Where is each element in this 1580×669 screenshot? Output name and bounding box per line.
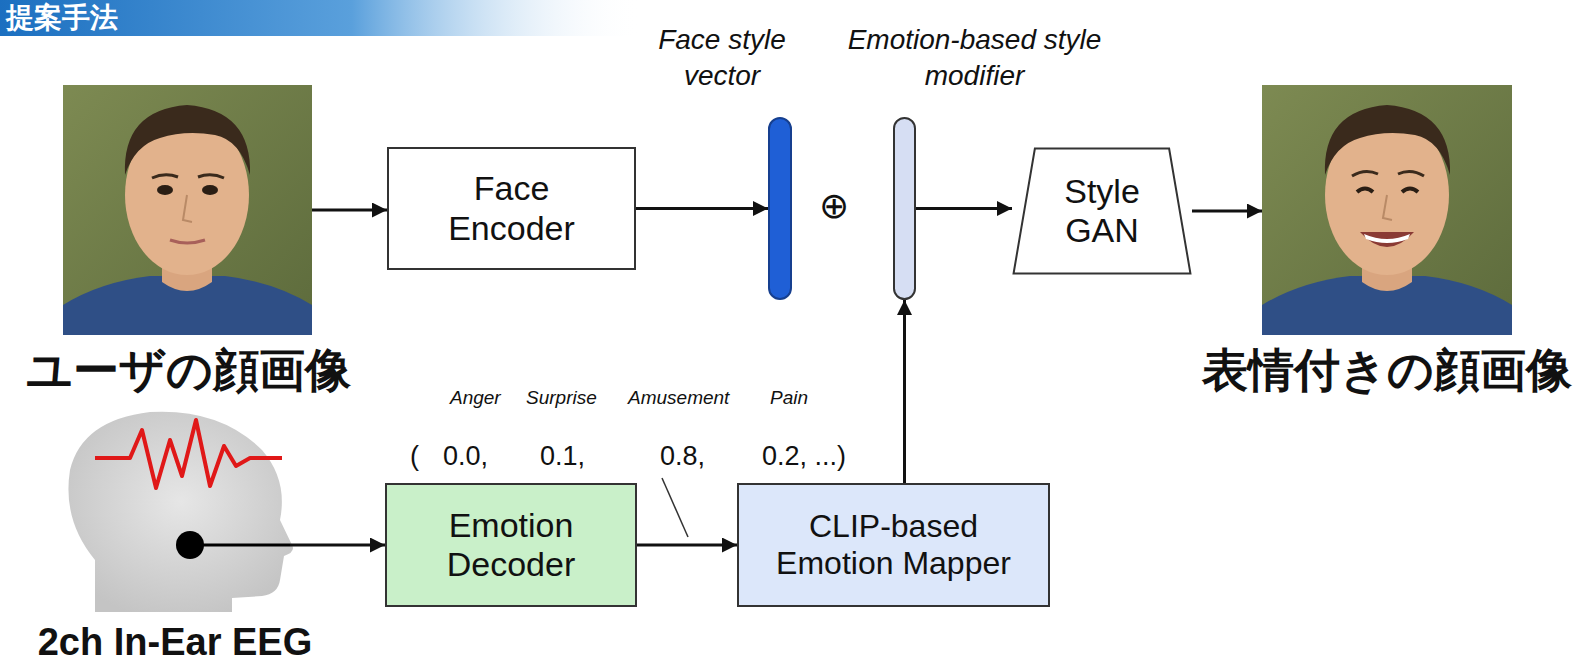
trapezoid-shape <box>1014 149 1191 274</box>
flow-arrow <box>916 207 1012 210</box>
node-caption: 2ch In-Ear EEG <box>8 618 342 667</box>
node-label: Emotion Decoder <box>426 506 596 584</box>
decoder-box: Emotion Decoder <box>385 483 637 607</box>
flow-arrow <box>290 544 385 547</box>
emotion-score: 0.1, <box>540 442 585 472</box>
expressive-face-image: 表情付きの顔画像 <box>1262 85 1512 335</box>
node-label: CLIP-based Emotion Mapper <box>756 508 1031 582</box>
flow-arrow <box>1192 210 1262 213</box>
mapper-box: CLIP-based Emotion Mapper <box>737 483 1050 607</box>
flow-arrow <box>637 544 737 547</box>
node-label: Face Encoder <box>432 169 592 247</box>
flow-arrow <box>903 300 906 483</box>
user-face-photo <box>63 85 312 335</box>
emotion-name: Anger <box>450 388 501 409</box>
emotion-score: 0.8, <box>660 442 705 472</box>
encoder-box: Face Encoder <box>387 147 636 270</box>
node-caption: ユーザの顔画像 <box>3 341 373 401</box>
emotion-score: 0.0, <box>443 442 488 472</box>
modifier-vector-bar: Emotion-based style modifier <box>893 117 916 300</box>
slide-title: 提案手法 <box>6 1 118 35</box>
emotion-name: Pain <box>770 388 808 409</box>
style-vector-bar: Face style vector <box>768 117 792 300</box>
emotion-name: Amusement <box>628 388 729 409</box>
eeg-head-icon <box>68 412 293 612</box>
expressive-face-photo <box>1262 85 1512 335</box>
flow-arrow <box>312 209 387 212</box>
user-face-image: ユーザの顔画像 <box>63 85 312 335</box>
title-band <box>0 0 640 36</box>
node-caption: 表情付きの顔画像 <box>1197 341 1577 401</box>
leader-line <box>662 478 688 537</box>
emotion-score: 0.2, ...) <box>762 442 846 472</box>
eeg-source: 2ch In-Ear EEG <box>60 470 290 620</box>
emotion-name: Surprise <box>526 388 597 409</box>
flow-arrow <box>636 207 768 210</box>
vector-heading: Face style vector <box>622 22 822 95</box>
vector-bracket: ( <box>410 442 419 472</box>
stylegan-block: Style GAN <box>1012 147 1192 275</box>
vector-heading: Emotion-based style modifier <box>842 22 1107 95</box>
plus-symbol: ⊕ <box>819 186 849 226</box>
node-label: Style GAN <box>1042 172 1162 250</box>
